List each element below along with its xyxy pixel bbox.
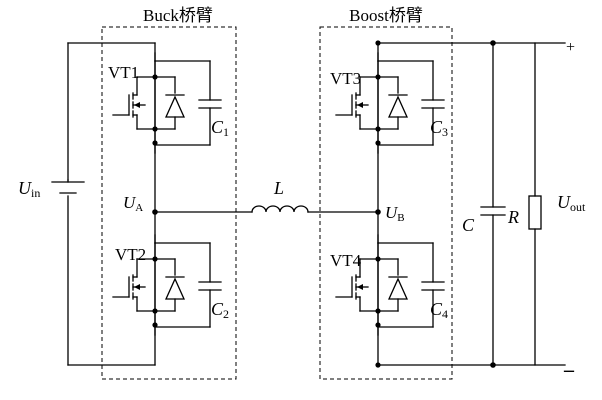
c3-label: C3: [430, 117, 448, 139]
input-source-symbol: [51, 179, 85, 194]
output-capacitor: [480, 42, 506, 366]
vt2-label: VT2: [115, 245, 146, 264]
ua-label: UA: [123, 193, 143, 214]
c2-label: C2: [211, 299, 229, 321]
inductor-label: L: [273, 178, 284, 198]
uout-label: Uout: [557, 192, 586, 214]
c1-label: C1: [211, 117, 229, 139]
ub-label: UB: [385, 203, 405, 224]
uin-label: Uin: [18, 178, 40, 200]
plus-sign: +: [566, 39, 575, 56]
load-resistor-label: R: [507, 207, 519, 227]
c4-label: C4: [430, 299, 448, 321]
buck-arm-box: [101, 26, 237, 380]
buck-arm-title: Buck桥臂: [143, 6, 213, 25]
node-ub: [375, 209, 381, 215]
node-ua: [152, 209, 158, 215]
minus-sign: –: [563, 359, 575, 381]
switch-cell-vt3: [335, 52, 445, 154]
vt3-label: VT3: [330, 69, 361, 88]
load-resistor: [528, 42, 542, 366]
boost-arm-box: [319, 26, 453, 380]
switch-cell-vt4: [335, 234, 445, 336]
vt4-label: VT4: [330, 251, 362, 270]
output-capacitor-label: C: [462, 215, 475, 235]
inductor-symbol: [251, 205, 309, 213]
vt1-label: VT1: [108, 63, 139, 82]
boost-arm-title: Boost桥臂: [349, 6, 423, 25]
